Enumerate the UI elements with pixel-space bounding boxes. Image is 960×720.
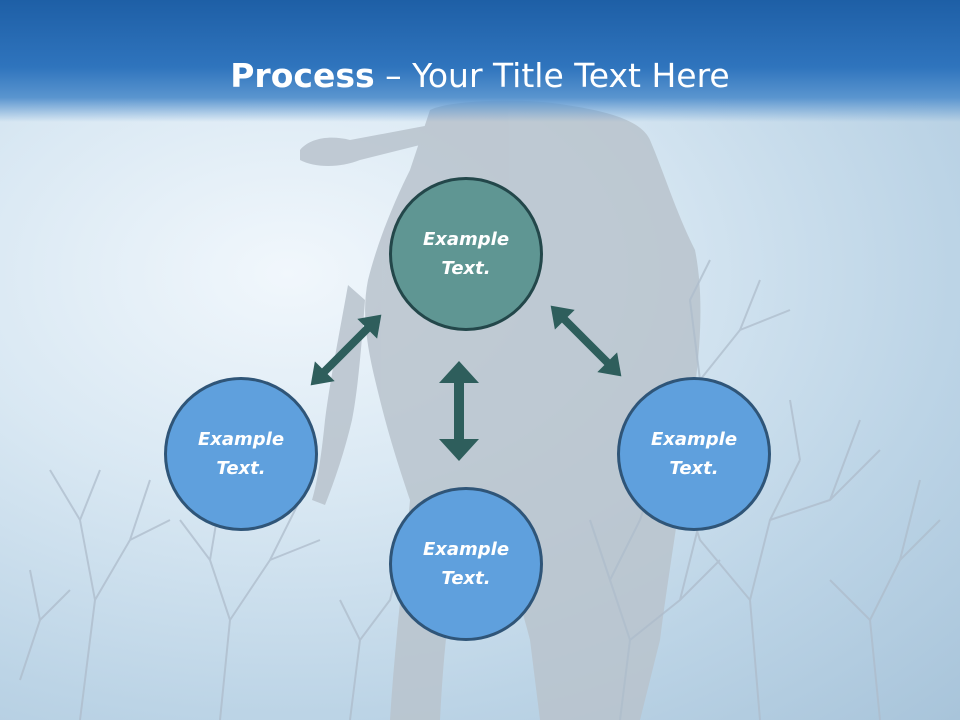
double-arrow-left <box>310 314 382 386</box>
slide-title: Process – Your Title Text Here <box>0 54 960 98</box>
circle-text-line1: Example <box>650 429 738 450</box>
circle-text-line1: Example <box>197 429 285 450</box>
circle-text-line2: Text. <box>441 258 491 279</box>
circle-text-line2: Text. <box>441 568 491 589</box>
title-bold: Process <box>230 56 375 95</box>
circle-text-line1: Example <box>422 229 510 250</box>
double-arrow-vertical <box>439 361 479 461</box>
title-rest: – Your Title Text Here <box>374 56 730 95</box>
double-arrow-right <box>550 305 622 377</box>
circle-text-line2: Text. <box>216 458 266 479</box>
circle-text-line1: Example <box>422 539 510 560</box>
title-bar <box>0 0 960 122</box>
circle-text-line2: Text. <box>669 458 719 479</box>
